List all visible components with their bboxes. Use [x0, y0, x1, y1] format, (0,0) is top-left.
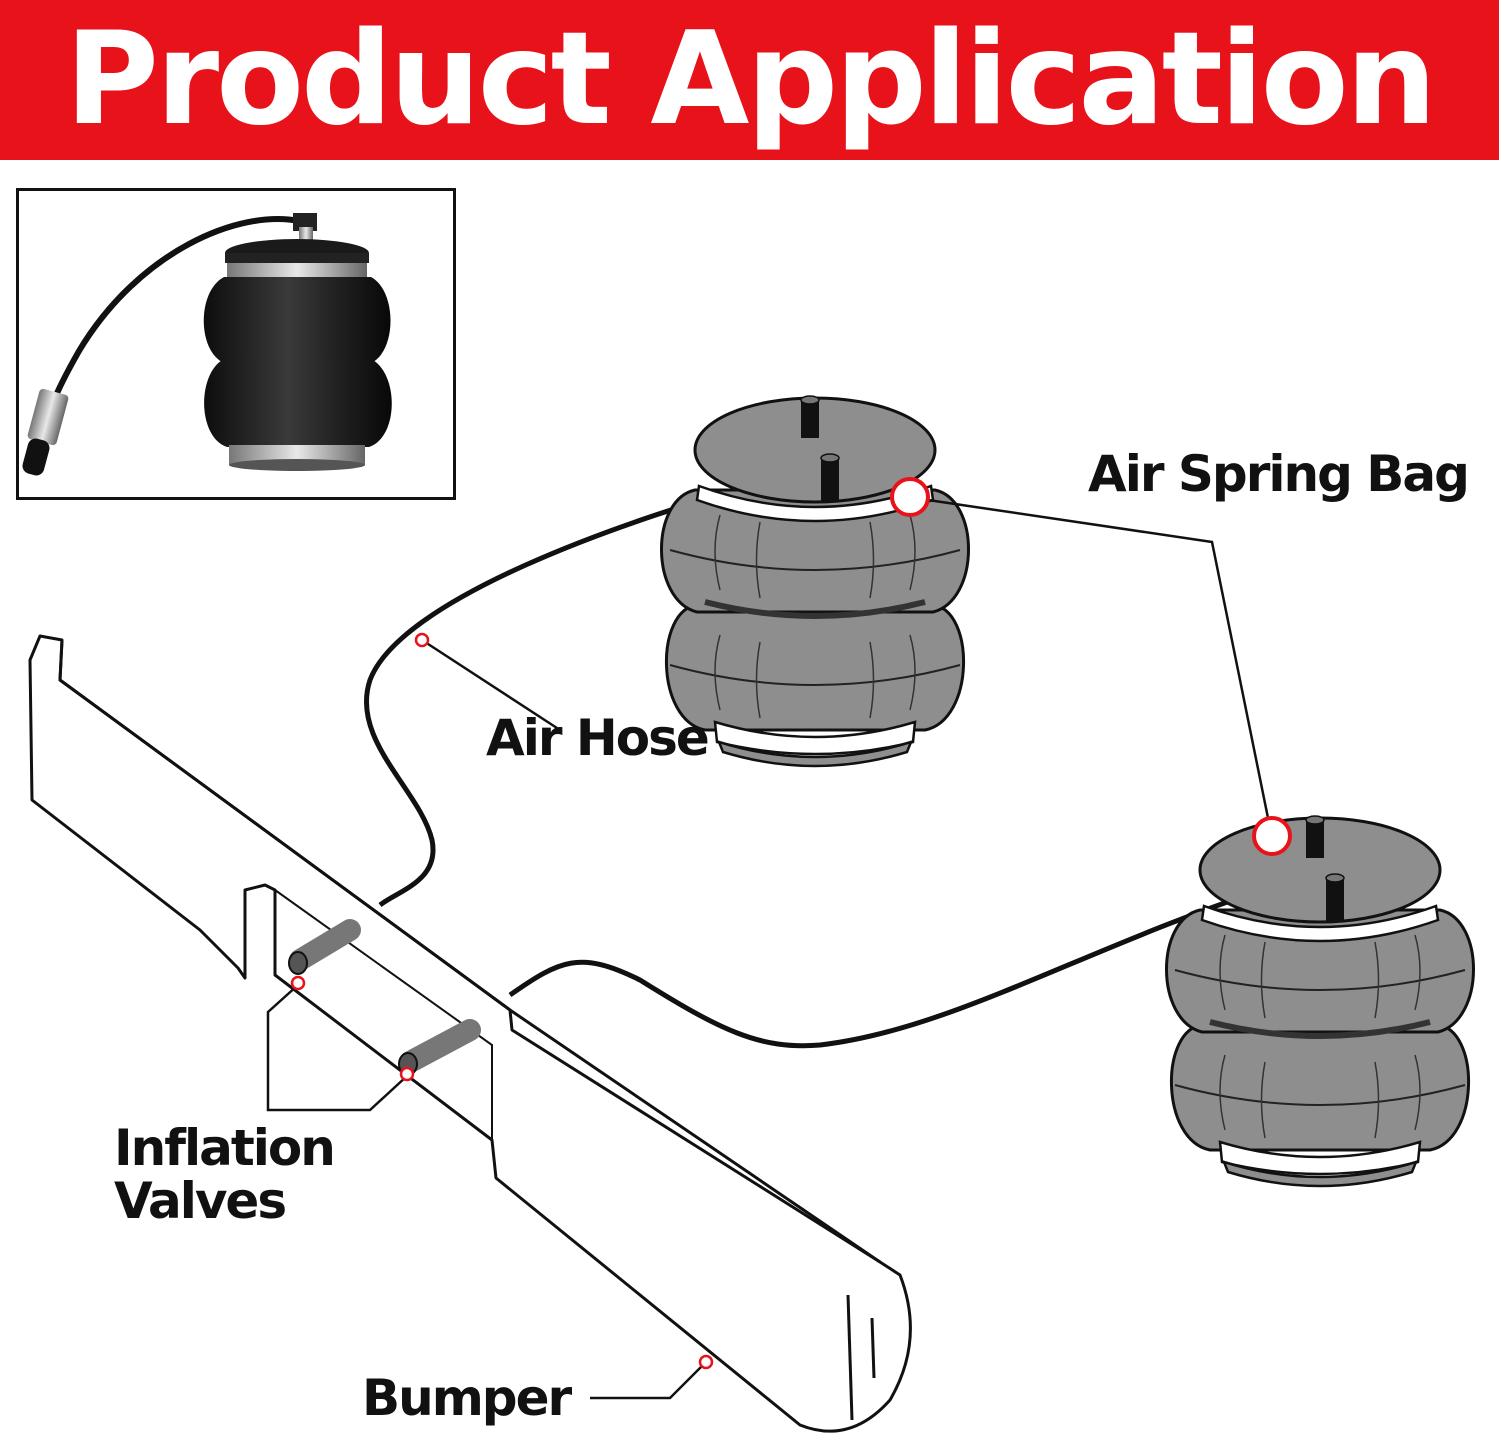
- product-photo-inset: [16, 188, 456, 500]
- air-spring-bag-rear: [1166, 816, 1473, 1186]
- inflation-valves-label: Inflation Valves: [114, 1119, 336, 1230]
- air-hoses: [363, 475, 1269, 1049]
- callout-lines: [266, 498, 1270, 1400]
- bumper-marker: [698, 1354, 714, 1370]
- air-bag-photo: [22, 213, 392, 476]
- page-title: Product Application: [65, 5, 1437, 154]
- air-hose-label: Air Hose: [486, 709, 710, 767]
- air-spring-bag-label: Air Spring Bag: [1088, 445, 1470, 503]
- callout-markers: [290, 477, 1292, 1370]
- installation-diagram: [28, 160, 1499, 1433]
- inflation-valve-marker-2: [399, 1066, 415, 1082]
- inflation-valves-label-line2: Valves: [114, 1171, 287, 1230]
- bumper-label: Bumper: [362, 1369, 572, 1427]
- air-spring-bag-marker-2: [1252, 816, 1292, 856]
- air-spring-bag-marker-1: [890, 477, 930, 517]
- title-banner: Product Application: [0, 0, 1499, 160]
- inflation-valve-marker-1: [290, 975, 306, 991]
- air-hose-marker: [414, 632, 430, 648]
- inflation-valves: [288, 919, 481, 1076]
- inflation-valves-label-line1: Inflation: [114, 1119, 336, 1177]
